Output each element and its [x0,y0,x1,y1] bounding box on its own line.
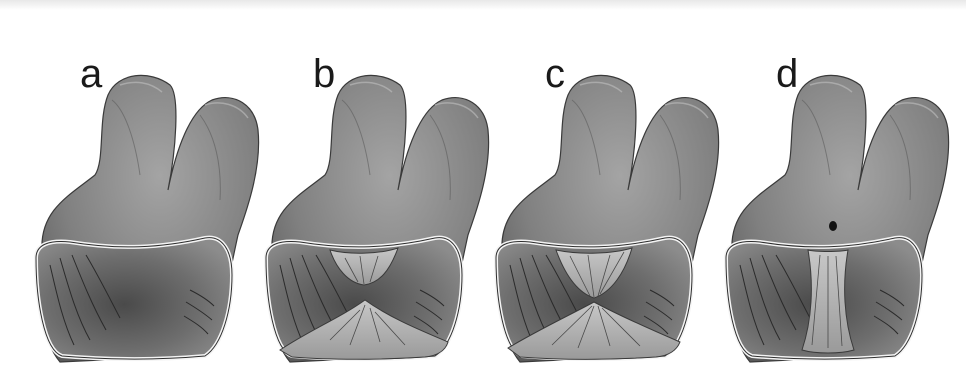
panel-b-illustration [266,75,489,362]
panel-label-a: a [80,52,102,97]
orifice-mark [829,221,837,231]
panel-c-illustration [496,75,719,362]
panel-label-c: c [545,52,565,97]
panel-label-d: d [776,52,798,97]
panel-a-illustration [36,75,259,362]
panel-d-illustration [726,75,949,362]
panel-label-b: b [313,52,335,97]
